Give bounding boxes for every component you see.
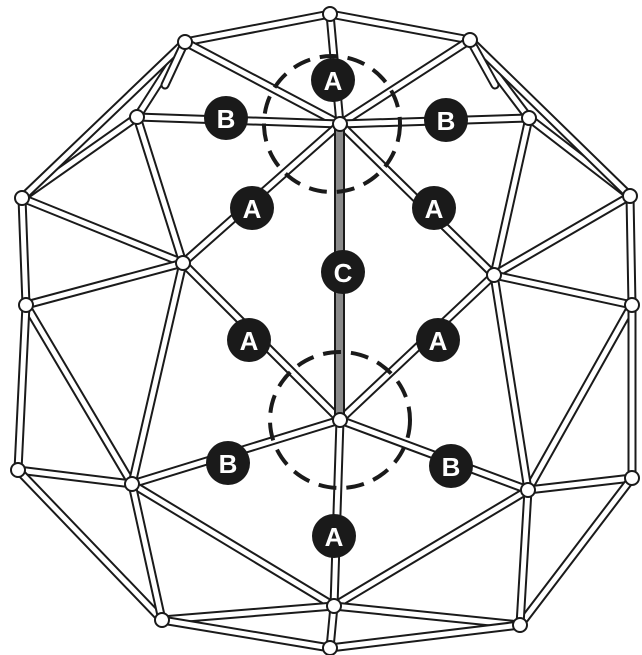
- strut-inner: [525, 475, 635, 493]
- strut-inner: [15, 467, 165, 623]
- strut-inner: [182, 11, 333, 45]
- highlight-rings: [262, 54, 412, 490]
- hub-connector: [154, 612, 170, 628]
- strut-inner: [19, 195, 29, 308]
- bottom-hub-highlight: [268, 350, 412, 490]
- hub-connector: [520, 482, 536, 498]
- strut-inner: [327, 11, 473, 43]
- svg-text:A: A: [240, 326, 259, 356]
- hub-connector: [14, 190, 30, 206]
- strut-inner: [491, 193, 633, 278]
- hub-connector: [129, 109, 145, 125]
- strut-inner: [129, 481, 165, 623]
- callout-b-lower-left: B: [206, 441, 250, 485]
- svg-text:B: B: [437, 106, 456, 136]
- svg-text:A: A: [425, 194, 444, 224]
- hub-connector: [512, 617, 528, 633]
- strut-inner: [159, 617, 333, 651]
- hub-connector: [18, 297, 34, 313]
- dome-struts: [13, 9, 637, 653]
- strut-inner: [337, 37, 473, 127]
- svg-text:A: A: [243, 194, 262, 224]
- strut-inner: [19, 195, 186, 266]
- strut-inner: [331, 417, 343, 609]
- hub-connector: [177, 34, 193, 50]
- callout-b-upper-left: B: [204, 96, 248, 140]
- top-hub-highlight: [262, 54, 402, 194]
- strut-inner: [525, 302, 635, 493]
- strut-inner: [517, 475, 635, 628]
- strut-inner: [491, 115, 532, 278]
- strut-inner: [331, 603, 523, 628]
- strut-inner: [327, 622, 523, 651]
- hub-connector: [332, 412, 348, 428]
- callout-c: C: [321, 250, 365, 294]
- strut-inner: [337, 272, 497, 423]
- hub-connector: [326, 598, 342, 614]
- strut-inner: [15, 302, 29, 473]
- strut-inner: [491, 272, 531, 493]
- hub-connector: [322, 640, 338, 655]
- svg-text:B: B: [219, 449, 238, 479]
- callout-a-top: A: [311, 58, 355, 102]
- strut-inner: [134, 114, 186, 266]
- strut-inner: [331, 487, 531, 609]
- hub-connector: [322, 6, 338, 22]
- callout-a-upper-left: A: [230, 186, 274, 230]
- hub-connector: [175, 255, 191, 271]
- hub-connector: [10, 462, 26, 478]
- hub-connectors: [10, 6, 640, 655]
- callout-a-lower-right: A: [416, 318, 460, 362]
- strut-inner: [467, 37, 498, 88]
- part-callouts: A B B A A C A A B B A: [204, 58, 473, 558]
- strut-inner: [627, 193, 635, 308]
- svg-text:A: A: [325, 522, 344, 552]
- callout-b-lower-right: B: [429, 444, 473, 488]
- strut-inner: [129, 481, 337, 609]
- strut-inner: [182, 39, 343, 127]
- svg-text:B: B: [442, 452, 461, 482]
- hub-connector: [462, 32, 478, 48]
- hub-connector: [486, 267, 502, 283]
- hub-connector: [624, 470, 640, 486]
- callout-a-lower-left: A: [227, 318, 271, 362]
- strut-inner: [491, 272, 635, 308]
- svg-text:C: C: [334, 258, 353, 288]
- callout-b-upper-right: B: [424, 98, 468, 142]
- strut-inner: [19, 39, 188, 201]
- hub-connector: [624, 297, 640, 313]
- svg-text:A: A: [324, 66, 343, 96]
- strut-inner: [517, 487, 531, 628]
- strut-inner: [15, 467, 135, 487]
- strut-inner: [467, 37, 633, 199]
- strut-inner: [23, 302, 135, 487]
- hub-connector: [332, 116, 348, 132]
- svg-text:B: B: [217, 104, 236, 134]
- hub-connector: [622, 188, 638, 204]
- callout-a-upper-right: A: [412, 186, 456, 230]
- svg-text:A: A: [429, 326, 448, 356]
- callout-a-bottom: A: [312, 514, 356, 558]
- strut-inner: [23, 260, 186, 308]
- hub-connector: [124, 476, 140, 492]
- hub-connector: [521, 110, 537, 126]
- strut-inner: [129, 260, 186, 487]
- strut-inner: [159, 603, 337, 623]
